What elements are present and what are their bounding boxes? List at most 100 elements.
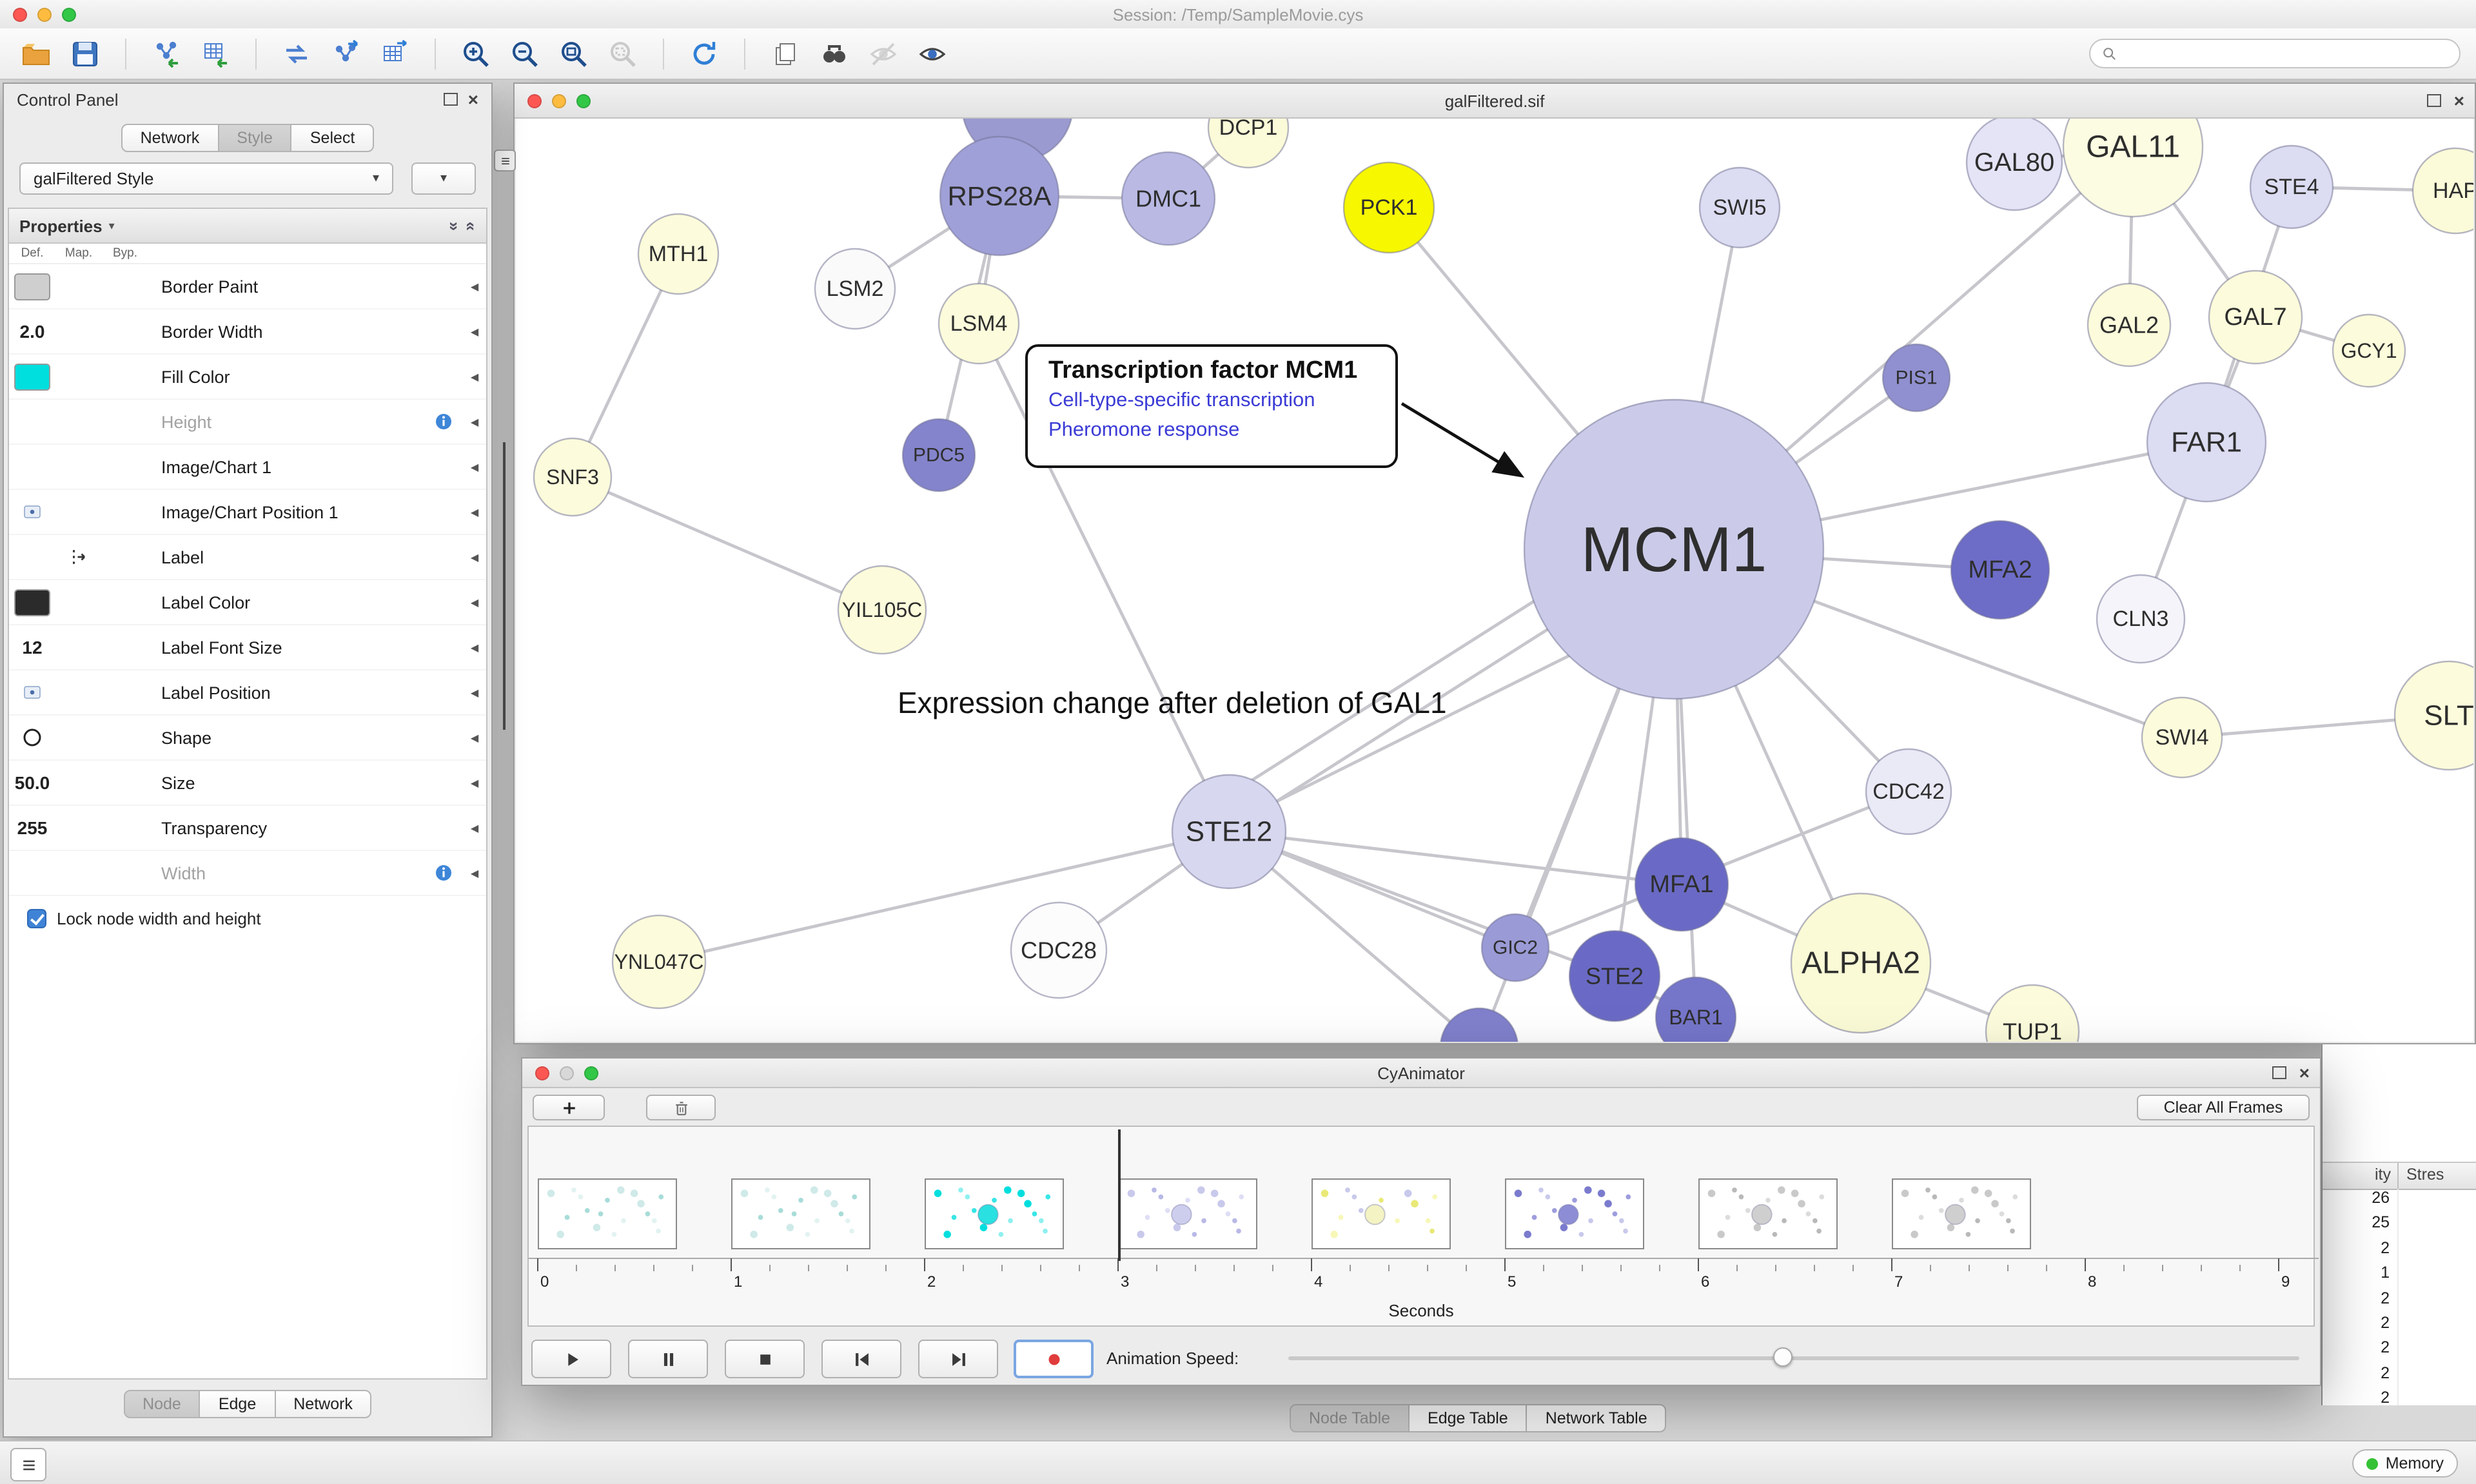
default-value[interactable]: 255 (17, 817, 48, 838)
float-panel-icon[interactable] (443, 93, 458, 106)
network-node[interactable]: SWI5 (1698, 166, 1781, 249)
add-frame-button[interactable] (533, 1095, 605, 1120)
network-node[interactable] (1440, 1007, 1518, 1042)
property-row[interactable]: Height◀ (9, 400, 486, 445)
property-row[interactable]: Label◀ (9, 535, 486, 580)
network-node[interactable]: MTH1 (637, 213, 720, 295)
close-window-button[interactable] (527, 93, 542, 108)
tab-edge[interactable]: Edge (199, 1390, 276, 1418)
network-node[interactable]: PDC5 (901, 418, 976, 493)
first-neighbors-button[interactable] (814, 34, 855, 73)
network-node[interactable]: MCM1 (1523, 398, 1825, 700)
expand-arrow-icon[interactable]: ◀ (470, 777, 479, 788)
table-row[interactable]: 2 (2323, 1289, 2476, 1314)
network-node[interactable]: PIS1 (1882, 343, 1951, 413)
properties-header[interactable]: Properties ▾ » « (9, 209, 486, 244)
network-node[interactable]: STE4 (2249, 144, 2334, 229)
frame-thumbnail[interactable] (538, 1178, 677, 1249)
expand-all-icon[interactable]: » (444, 220, 464, 231)
property-row[interactable]: Label Color◀ (9, 580, 486, 625)
expand-arrow-icon[interactable]: ◀ (470, 732, 479, 743)
float-window-icon[interactable] (2272, 1066, 2286, 1079)
expand-arrow-icon[interactable]: ◀ (470, 596, 479, 608)
import-network-button[interactable] (146, 34, 187, 73)
default-value[interactable]: 12 (22, 637, 43, 658)
collapsed-panel-grip[interactable] (494, 150, 516, 171)
color-swatch[interactable] (14, 589, 50, 616)
minimize-window-button[interactable] (560, 1066, 574, 1080)
frame-thumbnail[interactable] (1312, 1178, 1451, 1249)
position-icon[interactable] (21, 500, 44, 523)
slider-track[interactable] (1288, 1356, 2299, 1360)
expand-arrow-icon[interactable]: ◀ (470, 551, 479, 563)
float-window-icon[interactable] (2426, 94, 2441, 107)
frame-thumbnail[interactable] (1892, 1178, 2031, 1249)
property-row[interactable]: Fill Color◀ (9, 355, 486, 400)
color-swatch[interactable] (14, 273, 50, 300)
network-node[interactable]: TUP1 (1985, 984, 2080, 1042)
duplicate-network-button[interactable] (765, 34, 806, 73)
network-annotation[interactable]: Transcription factor MCM1 Cell-type-spec… (1025, 344, 1398, 468)
expand-arrow-icon[interactable]: ◀ (470, 506, 479, 518)
skip-to-end-button[interactable] (918, 1340, 998, 1378)
timeline-playhead[interactable] (1118, 1129, 1120, 1261)
minimize-window-button[interactable] (37, 7, 52, 21)
info-icon[interactable] (433, 411, 454, 432)
default-value[interactable]: 2.0 (19, 321, 45, 342)
expand-arrow-icon[interactable]: ◀ (470, 326, 479, 337)
network-node[interactable]: LSM4 (938, 282, 1020, 365)
zoom-out-button[interactable] (504, 34, 545, 73)
table-row[interactable]: 2 (2323, 1238, 2476, 1264)
network-node[interactable]: ALPHA2 (1790, 892, 1932, 1034)
position-icon[interactable] (21, 681, 44, 704)
property-row[interactable]: Image/Chart 1◀ (9, 445, 486, 490)
zoom-in-button[interactable] (455, 34, 496, 73)
property-row[interactable]: Label Position◀ (9, 670, 486, 716)
memory-button[interactable]: Memory (2352, 1449, 2458, 1478)
expand-arrow-icon[interactable]: ◀ (470, 687, 479, 698)
panel-divider[interactable] (503, 442, 506, 730)
frame-thumbnail[interactable] (1505, 1178, 1644, 1249)
network-node[interactable]: BAR1 (1655, 976, 1737, 1042)
style-selector[interactable]: galFiltered Style ▾ (19, 162, 393, 195)
expand-arrow-icon[interactable]: ◀ (470, 461, 479, 473)
skip-to-start-button[interactable] (821, 1340, 901, 1378)
frame-thumbnail[interactable] (1698, 1178, 1838, 1249)
mapping-icon[interactable] (67, 545, 90, 569)
network-node[interactable]: GCY1 (2332, 313, 2406, 388)
network-node[interactable]: GAL7 (2208, 269, 2303, 365)
tab-node-table[interactable]: Node Table (1290, 1404, 1410, 1432)
property-row[interactable]: Width◀ (9, 851, 486, 896)
tab-node[interactable]: Node (123, 1390, 201, 1418)
color-swatch[interactable] (14, 363, 50, 390)
zoom-window-button[interactable] (584, 1066, 598, 1080)
clear-all-frames-button[interactable]: Clear All Frames (2137, 1095, 2310, 1120)
stop-button[interactable] (725, 1340, 805, 1378)
delete-frame-button[interactable] (646, 1095, 716, 1120)
network-node[interactable]: GAL2 (2087, 282, 2172, 367)
close-window-icon[interactable]: × (2299, 1062, 2310, 1083)
frame-thumbnail[interactable] (731, 1178, 870, 1249)
expand-arrow-icon[interactable]: ◀ (470, 822, 479, 834)
network-node[interactable]: CLN3 (2096, 574, 2186, 664)
zoom-window-button[interactable] (576, 93, 591, 108)
network-node[interactable]: CDC42 (1865, 748, 1952, 835)
expand-arrow-icon[interactable]: ◀ (470, 371, 479, 382)
network-node[interactable]: STE12 (1171, 774, 1287, 890)
close-window-icon[interactable]: × (2453, 90, 2464, 111)
network-node[interactable]: PCK1 (1342, 161, 1435, 254)
lock-size-checkbox[interactable] (27, 909, 46, 928)
import-table-button[interactable] (195, 34, 236, 73)
collapse-all-icon[interactable]: « (461, 220, 481, 231)
frame-thumbnail[interactable] (1118, 1178, 1257, 1249)
zoom-fit-button[interactable] (553, 34, 594, 73)
tab-style[interactable]: Style (217, 124, 292, 152)
slider-thumb[interactable] (1773, 1347, 1793, 1367)
table-row[interactable]: 2 (2323, 1338, 2476, 1364)
network-node[interactable]: HAP (2412, 147, 2473, 235)
task-history-button[interactable] (10, 1448, 46, 1481)
apply-layout-button[interactable] (683, 34, 725, 73)
